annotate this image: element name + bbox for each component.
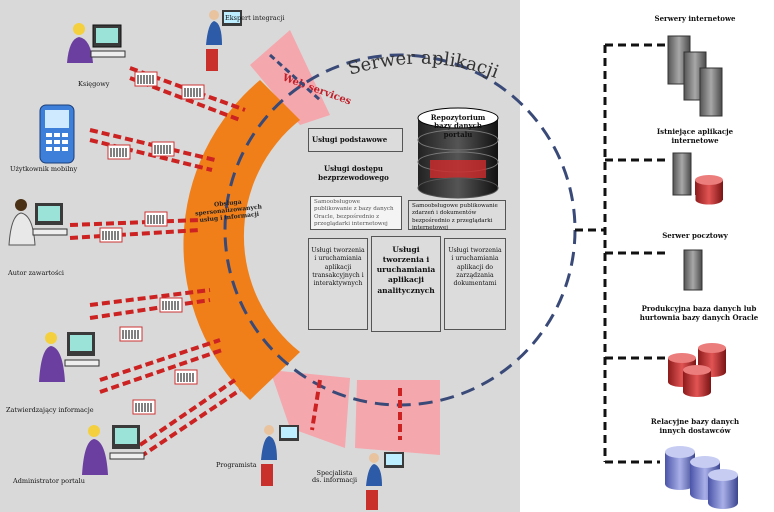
analytical-apps-box: Usługi tworzenia i uruchamiania aplikacj… [371, 236, 441, 332]
portal-repository-db [417, 107, 499, 199]
wireless-access-label: Usługi dostępu bezprzewodowego [318, 164, 389, 183]
label-existing-apps: Istniejące aplikacje internetowe [656, 127, 734, 145]
orange-arc [183, 80, 300, 400]
self-service-events-box: Samoobsługowe publikowanie zdarzeń i dok… [408, 200, 506, 231]
label-integration-expert: Ekspert integracji [225, 14, 285, 22]
label-web-servers: Serwery internetowe [654, 14, 736, 23]
repository-label: Repozytorium bazy danych portalu [430, 113, 486, 139]
mobile-phone [39, 104, 75, 164]
transactional-apps-box: Usługi tworzenia i uruchamiania aplikacj… [308, 238, 368, 330]
data-packets [99, 71, 205, 415]
expert-figure [206, 10, 242, 71]
administrator-figure [82, 425, 145, 475]
mail-server-icon [683, 249, 703, 291]
specialist-figure [366, 452, 404, 510]
label-info-specialist: Specjalista ds. informacji [312, 469, 358, 485]
label-approver: Zatwierdzający informacje [6, 406, 94, 414]
approver-figure [39, 332, 100, 382]
label-accountant: Księgowy [78, 80, 110, 88]
bottom-pink-segments [270, 370, 440, 455]
label-oracle-db: Produkcyjna baza danych lub hurtownia ba… [639, 304, 759, 322]
label-other-db: Relacyjne bazy danych innych dostawców [650, 417, 740, 435]
other-vendor-db-icon [665, 446, 738, 509]
right-connectors [575, 43, 665, 464]
user-figures [8, 10, 404, 510]
label-programmer: Programista [216, 461, 257, 469]
app-server-title: Serwer aplikacji [346, 48, 502, 83]
label-mobile-user: Użytkownik mobilny [10, 165, 78, 173]
self-service-oracle-box: Samoobsługowe publikowanie z bazy danych… [310, 196, 402, 230]
oracle-db-icon [668, 343, 726, 397]
web-servers-icon [667, 35, 723, 117]
svg-text:Obsługa: Obsługa [214, 199, 242, 209]
author-figure [8, 199, 68, 246]
core-services-box: Usługi podstawowe [308, 128, 403, 152]
document-apps-box: Usługi tworzenia i uruchamiania aplikacj… [444, 238, 506, 330]
programmer-figure [261, 425, 299, 486]
label-portal-admin: Administrator portalu [13, 477, 85, 485]
label-mail-server: Serwer pocztowy [662, 231, 728, 240]
label-content-author: Autor zawartości [8, 269, 65, 277]
existing-apps-icon [672, 152, 724, 206]
web-services-segment [250, 30, 330, 125]
accountant-figure [67, 23, 126, 63]
